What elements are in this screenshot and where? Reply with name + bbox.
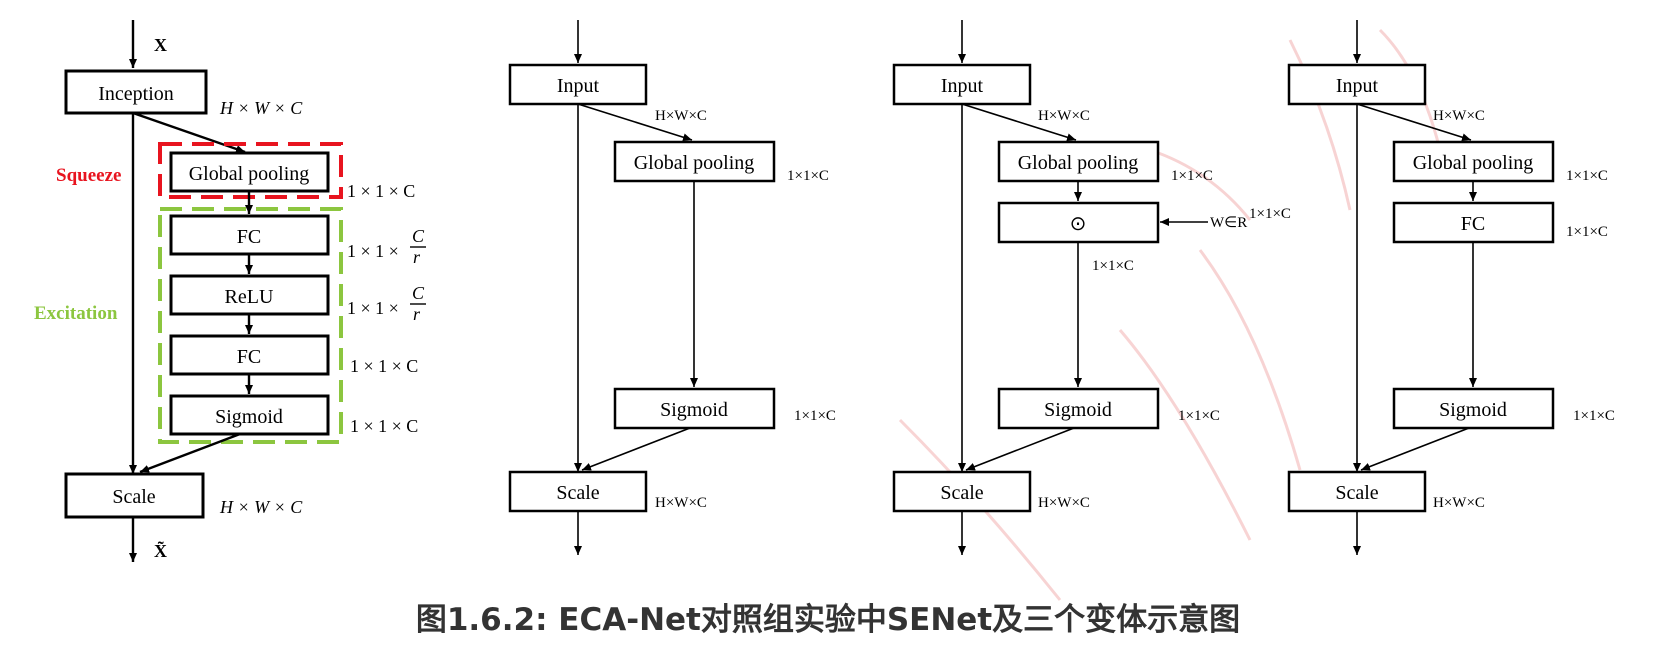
fc1-dim-num: C bbox=[412, 226, 425, 246]
v2-global-pooling-label: Global pooling bbox=[1018, 152, 1139, 174]
v2-op-block bbox=[997, 201, 1160, 244]
scale-dim: H × W × C bbox=[219, 497, 303, 517]
v2-weight-label: W∈R bbox=[1210, 215, 1247, 231]
v2-input-label: Input bbox=[941, 75, 984, 97]
v3-sigmoid-label: Sigmoid bbox=[1439, 399, 1507, 421]
fc1-dim-prefix: 1 × 1 × bbox=[347, 241, 399, 261]
relu-block bbox=[169, 274, 330, 316]
v1-scale-block bbox=[508, 470, 648, 513]
v2-weight-sup: 1×1×C bbox=[1249, 206, 1291, 222]
v1-scale-dim: H×W×C bbox=[655, 495, 707, 511]
v2-sigmoid-block bbox=[997, 387, 1160, 430]
variant2-diagram: Input H×W×C Global pooling 1×1×C ⊙ W∈R 1… bbox=[892, 20, 1291, 555]
relu-dim-den: r bbox=[413, 304, 421, 324]
v2-op-symbol: ⊙ bbox=[1070, 213, 1087, 235]
relu-dim-num: C bbox=[412, 283, 425, 303]
v2-scale-dim: H×W×C bbox=[1038, 495, 1090, 511]
v3-scale-label: Scale bbox=[1335, 482, 1378, 504]
variant3-diagram: Input H×W×C Global pooling 1×1×C FC 1×1×… bbox=[1287, 20, 1615, 555]
sigmoid-block bbox=[169, 394, 330, 436]
v2-op-dim: 1×1×C bbox=[1092, 258, 1134, 274]
fc1-dim-den: r bbox=[413, 247, 421, 267]
v2-sigmoid-dim: 1×1×C bbox=[1178, 408, 1220, 424]
fc1-block bbox=[169, 214, 330, 256]
sigmoid-label: Sigmoid bbox=[215, 406, 283, 428]
fc2-block bbox=[169, 334, 330, 376]
v1-sigmoid-block bbox=[613, 387, 776, 430]
v3-scale-dim: H×W×C bbox=[1433, 495, 1485, 511]
v3-global-pooling-label: Global pooling bbox=[1413, 152, 1534, 174]
v3-fc-dim: 1×1×C bbox=[1566, 224, 1608, 240]
scale-block bbox=[64, 472, 205, 519]
output-symbol: X̃ bbox=[154, 541, 167, 561]
global-pooling-dim: 1 × 1 × C bbox=[347, 181, 415, 201]
relu-dim-prefix: 1 × 1 × bbox=[347, 298, 399, 318]
scale-label: Scale bbox=[112, 486, 155, 508]
variant1-diagram: Input H×W×C Global pooling 1×1×C Sigmoid… bbox=[508, 20, 836, 555]
watermark bbox=[898, 28, 1442, 601]
fc2-dim: 1 × 1 × C bbox=[350, 356, 418, 376]
v2-input-dim: H×W×C bbox=[1038, 108, 1090, 124]
v2-scale-label: Scale bbox=[940, 482, 983, 504]
squeeze-region bbox=[158, 142, 343, 199]
inception-label: Inception bbox=[98, 83, 174, 105]
sigmoid-to-scale bbox=[139, 432, 241, 474]
branch-path bbox=[132, 111, 246, 154]
senet-diagram: X Inception H × W × C Squeeze Global poo… bbox=[34, 20, 426, 562]
v3-scale-block bbox=[1287, 470, 1427, 513]
fc2-label: FC bbox=[237, 346, 261, 368]
squeeze-label: Squeeze bbox=[56, 165, 121, 186]
excitation-label: Excitation bbox=[34, 303, 118, 324]
v3-input-block bbox=[1287, 63, 1427, 106]
v1-input-label: Input bbox=[557, 75, 600, 97]
v3-fc-label: FC bbox=[1461, 213, 1485, 235]
input-symbol: X bbox=[154, 35, 167, 55]
v3-sigmoid-dim: 1×1×C bbox=[1573, 408, 1615, 424]
v1-input-dim: H×W×C bbox=[655, 108, 707, 124]
v1-sigmoid-label: Sigmoid bbox=[660, 399, 728, 421]
excitation-region bbox=[158, 207, 343, 444]
v1-global-pooling-label: Global pooling bbox=[634, 152, 755, 174]
v3-input-dim: H×W×C bbox=[1433, 108, 1485, 124]
v2-gp-dim: 1×1×C bbox=[1171, 168, 1213, 184]
v1-sigmoid-dim: 1×1×C bbox=[794, 408, 836, 424]
v2-sigmoid-label: Sigmoid bbox=[1044, 399, 1112, 421]
sigmoid-dim: 1 × 1 × C bbox=[350, 416, 418, 436]
fc1-label: FC bbox=[237, 226, 261, 248]
v3-sigmoid-block bbox=[1392, 387, 1555, 430]
figure-caption: 图1.6.2: ECA-Net对照组实验中SENet及三个变体示意图 bbox=[415, 602, 1241, 638]
inception-dim: H × W × C bbox=[219, 98, 303, 118]
v1-scale-label: Scale bbox=[556, 482, 599, 504]
v3-input-label: Input bbox=[1336, 75, 1379, 97]
global-pooling-label: Global pooling bbox=[189, 163, 310, 185]
v1-gp-dim: 1×1×C bbox=[787, 168, 829, 184]
v3-gp-dim: 1×1×C bbox=[1566, 168, 1608, 184]
relu-label: ReLU bbox=[225, 286, 274, 308]
